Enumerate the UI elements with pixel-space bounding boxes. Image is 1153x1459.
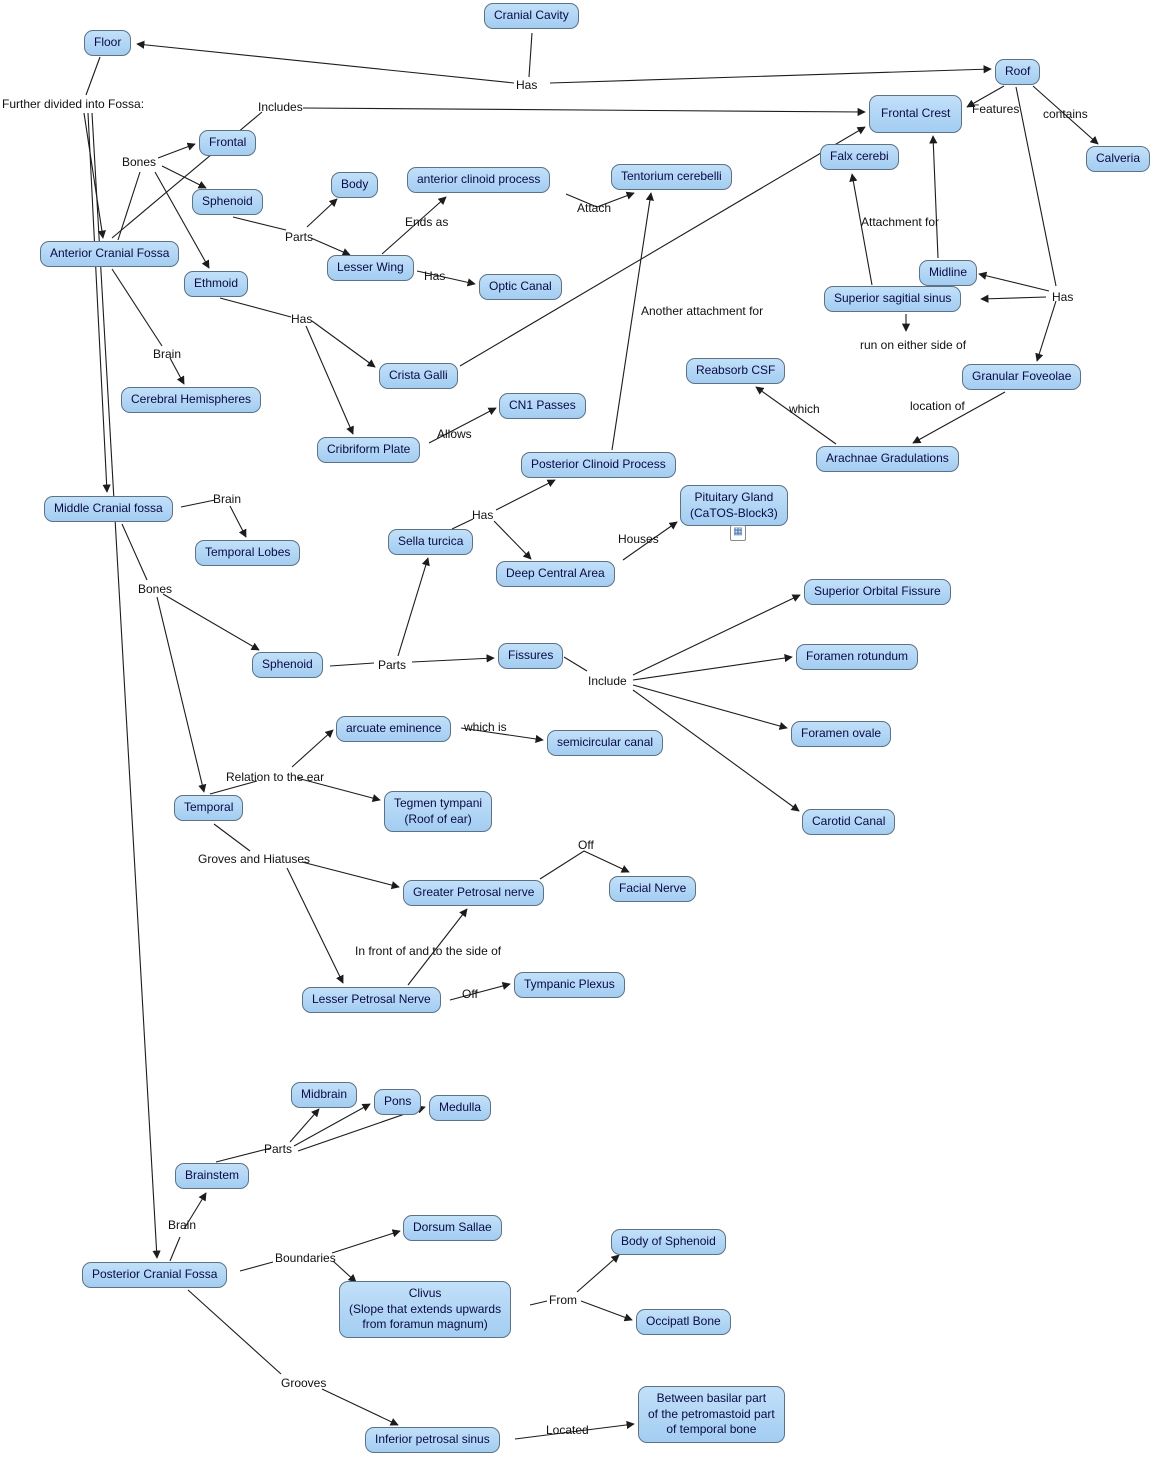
- node-foramen-ovale[interactable]: Foramen ovale: [791, 721, 892, 747]
- node-cerebral-hemispheres[interactable]: Cerebral Hemispheres: [121, 387, 262, 413]
- node-body-of-sphenoid[interactable]: Body of Sphenoid: [611, 1229, 726, 1255]
- node-sphenoid-anterior[interactable]: Sphenoid: [192, 189, 263, 215]
- edge-label-attachment-for: Attachment for: [861, 215, 940, 229]
- node-tentorium-cerebelli[interactable]: Tentorium cerebelli: [611, 164, 732, 190]
- node-foramen-rotundum[interactable]: Foramen rotundum: [796, 644, 919, 670]
- node-medulla[interactable]: Medulla: [429, 1095, 492, 1121]
- edge-label-which: which: [789, 402, 820, 416]
- edge-label-parts-sphenoid1: Parts: [285, 230, 314, 244]
- node-fissures[interactable]: Fissures: [498, 643, 564, 669]
- node-carotid-canal[interactable]: Carotid Canal: [802, 809, 896, 835]
- edge-label-contains: contains: [1043, 107, 1088, 121]
- edge-label-bones-middle: Bones: [138, 582, 173, 596]
- node-temporal[interactable]: Temporal: [174, 795, 244, 821]
- node-posterior-cranial-fossa[interactable]: Posterior Cranial Fossa: [82, 1262, 228, 1288]
- edge-label-further-divided: Further divided into Fossa:: [2, 97, 145, 111]
- edge-label-from: From: [549, 1293, 577, 1307]
- node-arcuate-eminence[interactable]: arcuate eminence: [336, 716, 452, 742]
- node-cranial-cavity[interactable]: Cranial Cavity: [484, 3, 579, 29]
- edge-label-attach: Attach: [577, 201, 612, 215]
- node-between-basilar[interactable]: Between basilar part of the petromastoid…: [638, 1386, 785, 1443]
- edge-label-off-facial: Off: [578, 838, 594, 852]
- node-anterior-cranial-fossa[interactable]: Anterior Cranial Fossa: [40, 241, 180, 267]
- pituitary-resource-icon[interactable]: ▦: [730, 525, 746, 541]
- node-occipatl-bone[interactable]: Occipatl Bone: [636, 1309, 731, 1335]
- edge-label-located: Located: [546, 1423, 589, 1437]
- edge-label-relation-to-ear: Relation to the ear: [226, 770, 325, 784]
- edge-label-parts-brainstem: Parts: [264, 1142, 293, 1156]
- edge-label-brain-middle: Brain: [213, 492, 242, 506]
- node-midbrain[interactable]: Midbrain: [291, 1082, 358, 1108]
- edge-label-off-tympanic: Off: [462, 987, 478, 1001]
- node-middle-cranial-fossa[interactable]: Middle Cranial fossa: [44, 496, 173, 522]
- node-facial-nerve[interactable]: Facial Nerve: [609, 876, 697, 902]
- node-ethmoid[interactable]: Ethmoid: [184, 271, 249, 297]
- node-superior-orbital-fissure[interactable]: Superior Orbital Fissure: [804, 579, 951, 605]
- node-lesser-wing[interactable]: Lesser Wing: [327, 255, 414, 281]
- edge-label-includes: Includes: [258, 100, 303, 114]
- node-roof[interactable]: Roof: [995, 59, 1041, 85]
- node-posterior-clinoid-process[interactable]: Posterior Clinoid Process: [521, 452, 676, 478]
- edge-label-bones-anterior: Bones: [122, 155, 157, 169]
- node-deep-central-area[interactable]: Deep Central Area: [496, 561, 615, 587]
- node-floor[interactable]: Floor: [84, 30, 132, 56]
- edge-label-in-front-of: In front of and to the side of: [355, 944, 502, 958]
- edge-label-features: Features: [972, 102, 1020, 116]
- edge-label-allows: Allows: [437, 427, 472, 441]
- edge-label-has-ethmoid: Has: [291, 312, 313, 326]
- edge-label-has-roof-right: Has: [1052, 290, 1074, 304]
- node-clivus[interactable]: Clivus (Slope that extends upwards from …: [339, 1281, 512, 1338]
- edge-label-brain-posterior: Brain: [168, 1218, 197, 1232]
- node-cribriform-plate[interactable]: Cribriform Plate: [317, 437, 421, 463]
- node-arachnae-gradulations[interactable]: Arachnae Gradulations: [816, 446, 959, 472]
- node-tympanic-plexus[interactable]: Tympanic Plexus: [514, 972, 625, 998]
- node-temporal-lobes[interactable]: Temporal Lobes: [195, 540, 301, 566]
- node-granular-foveolae[interactable]: Granular Foveolae: [962, 364, 1082, 390]
- node-pituitary-gland[interactable]: Pituitary Gland (CaTOS-Block3): [680, 485, 788, 527]
- node-brainstem[interactable]: Brainstem: [175, 1163, 250, 1189]
- node-lesser-petrosal-nerve[interactable]: Lesser Petrosal Nerve: [302, 987, 441, 1013]
- node-semicircular-canal[interactable]: semicircular canal: [547, 730, 664, 756]
- edge-label-another-attachment: Another attachment for: [641, 304, 764, 318]
- node-crista-galli[interactable]: Crista Galli: [379, 363, 458, 389]
- node-pons[interactable]: Pons: [374, 1089, 422, 1115]
- node-optic-canal[interactable]: Optic Canal: [479, 274, 562, 300]
- edge-label-has-sella: Has: [472, 508, 494, 522]
- node-frontal[interactable]: Frontal: [199, 130, 257, 156]
- edge-label-include: Include: [588, 674, 627, 688]
- edge-label-boundaries: Boundaries: [275, 1251, 336, 1265]
- node-inferior-petrosal-sinus[interactable]: Inferior petrosal sinus: [365, 1427, 500, 1453]
- edge-label-location-of: location of: [910, 399, 965, 413]
- edge-label-run-either-side: run on either side of: [860, 338, 967, 352]
- edge-label-parts-sphenoid2: Parts: [378, 658, 407, 672]
- node-sella-turcica[interactable]: Sella turcica: [388, 529, 474, 555]
- node-anterior-clinoid-process[interactable]: anterior clinoid process: [407, 167, 551, 193]
- node-cn1-passes[interactable]: CN1 Passes: [499, 393, 586, 419]
- edge-label-ends-as: Ends as: [405, 215, 449, 229]
- node-superior-sagitial-sinus[interactable]: Superior sagitial sinus: [824, 286, 962, 312]
- edge-label-brain-anterior: Brain: [153, 347, 182, 361]
- edge-label-has-optic: Has: [424, 269, 446, 283]
- node-midline[interactable]: Midline: [919, 260, 978, 286]
- node-body[interactable]: Body: [331, 172, 379, 198]
- node-greater-petrosal-nerve[interactable]: Greater Petrosal nerve: [403, 880, 545, 906]
- edge-label-groves-hiatuses: Groves and Hiatuses: [198, 852, 311, 866]
- node-dorsum-sallae[interactable]: Dorsum Sallae: [403, 1215, 502, 1241]
- node-reabsorb-csf[interactable]: Reabsorb CSF: [686, 358, 786, 384]
- node-calveria[interactable]: Calveria: [1086, 146, 1151, 172]
- node-falx-cerebi[interactable]: Falx cerebi: [820, 144, 899, 170]
- edge-label-grooves: Grooves: [281, 1376, 327, 1390]
- edge-label-houses: Houses: [618, 532, 659, 546]
- edge-label-which-is: which is: [464, 720, 507, 734]
- node-frontal-crest[interactable]: Frontal Crest: [869, 95, 963, 133]
- node-tegmen-tympani[interactable]: Tegmen tympani (Roof of ear): [384, 791, 493, 833]
- node-sphenoid-middle[interactable]: Sphenoid: [252, 652, 323, 678]
- edge-label-has-top: Has: [516, 78, 538, 92]
